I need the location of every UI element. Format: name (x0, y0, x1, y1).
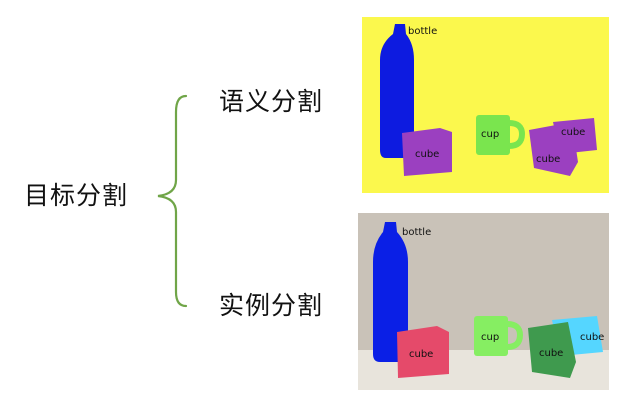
instance-cube-cyan-label: cube (580, 332, 604, 343)
semantic-bottle-label: bottle (408, 26, 437, 37)
instance-bottle-label: bottle (402, 227, 431, 238)
instance-cube-red-label: cube (409, 349, 433, 360)
semantic-segmentation-image: bottle cube cup cube cube (362, 17, 609, 193)
semantic-cup-label: cup (481, 129, 499, 140)
instance-cube-green-label: cube (539, 348, 563, 359)
semantic-cube-1-label: cube (415, 149, 439, 160)
curly-bracket (158, 96, 186, 306)
semantic-cube-3-label: cube (536, 154, 560, 165)
instance-segmentation-image: bottle cube cup cube cube (358, 213, 609, 390)
instance-cup-label: cup (481, 332, 499, 343)
semantic-cube-2-label: cube (561, 127, 585, 138)
